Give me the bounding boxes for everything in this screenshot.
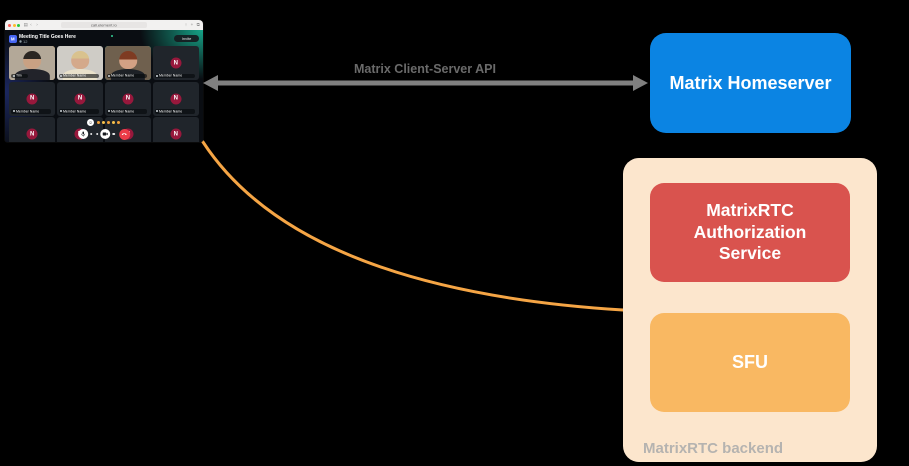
browser-window: ▤ ‹ › call.element.io ↑ + ⧉ M Meeting Ti… bbox=[5, 20, 203, 142]
participant-avatar: N bbox=[122, 93, 134, 104]
participants-icon bbox=[19, 40, 22, 43]
participant-name-chip: Member Name bbox=[106, 73, 147, 78]
more-options-icon[interactable] bbox=[112, 132, 115, 136]
invite-button[interactable]: Invite bbox=[173, 35, 199, 42]
participant-name: Member Name bbox=[111, 109, 135, 114]
mic-muted-icon bbox=[156, 110, 159, 113]
matrix-homeserver-box: Matrix Homeserver bbox=[650, 33, 851, 133]
participant-name: Member Name bbox=[63, 109, 87, 114]
hangup-button[interactable] bbox=[118, 128, 130, 140]
room-avatar: M bbox=[9, 34, 17, 43]
minimize-window-icon[interactable] bbox=[12, 23, 16, 27]
participant-name-chip: Member Name bbox=[154, 109, 195, 114]
mic-muted-icon bbox=[60, 110, 63, 113]
participant-avatar: N bbox=[170, 128, 182, 140]
matrixrtc-backend-label: MatrixRTC backend bbox=[643, 440, 784, 457]
encrypted-icon bbox=[110, 34, 114, 38]
participant-avatar: N bbox=[74, 93, 86, 104]
reaction-emoji-icon bbox=[102, 121, 105, 124]
camera-button[interactable] bbox=[100, 129, 111, 139]
reaction-emoji-icon bbox=[112, 121, 115, 124]
sfu-label: SFU bbox=[732, 352, 768, 372]
participant-name-chip: Member Name bbox=[154, 73, 195, 78]
address-bar-url: call.element.io bbox=[91, 22, 117, 28]
media-connection-curve bbox=[201, 140, 625, 312]
reactions-bar: ☺ bbox=[87, 119, 121, 126]
participant-name: Member Name bbox=[111, 74, 135, 78]
mic-button[interactable] bbox=[78, 129, 89, 139]
participant-name: Member Name bbox=[159, 74, 183, 78]
authorization-service-label: MatrixRTC Authorization Service bbox=[693, 199, 807, 264]
mic-muted-icon bbox=[12, 110, 15, 113]
forward-icon[interactable]: › bbox=[35, 22, 38, 28]
matrixrtc-backend-container: MatrixRTC Authorization Service SFU Matr… bbox=[623, 158, 877, 462]
address-bar[interactable]: call.element.io bbox=[61, 22, 147, 28]
matrix-homeserver-label: Matrix Homeserver bbox=[669, 72, 832, 93]
reaction-emoji-icon bbox=[117, 121, 120, 124]
participant-name-chip: Member Name bbox=[58, 73, 99, 78]
participant-avatar: N bbox=[170, 93, 182, 104]
sidebar-icon[interactable]: ▤ bbox=[23, 22, 28, 28]
share-icon[interactable]: ↑ bbox=[184, 22, 188, 28]
participant-tile[interactable]: N Member Name bbox=[104, 81, 152, 116]
zoom-window-icon[interactable] bbox=[17, 23, 20, 27]
authorization-service-box: MatrixRTC Authorization Service bbox=[650, 183, 850, 282]
mic-options-icon[interactable] bbox=[90, 132, 93, 136]
participant-name: Member Name bbox=[15, 109, 39, 114]
participant-tile[interactable]: N Member Name bbox=[152, 46, 199, 80]
call-controls bbox=[78, 128, 130, 140]
participant-name-chip: Member Name bbox=[58, 109, 99, 114]
smiley-reaction-icon[interactable]: ☺ bbox=[87, 119, 94, 126]
participant-avatar: N bbox=[26, 128, 38, 140]
participant-tile[interactable]: Member Name bbox=[104, 46, 152, 80]
participant-tile[interactable]: N Member Name bbox=[152, 81, 199, 116]
participant-name: Tim bbox=[15, 74, 22, 78]
mic-muted-icon bbox=[108, 74, 111, 77]
arrowhead-right-icon bbox=[633, 75, 648, 91]
participant-tile[interactable]: Member Name bbox=[56, 46, 104, 80]
room-title: Meeting Title Goes Here bbox=[19, 33, 76, 39]
participant-avatar: N bbox=[26, 93, 38, 104]
back-icon[interactable]: ‹ bbox=[29, 22, 32, 28]
participant-tile[interactable]: N Member Name bbox=[56, 81, 104, 116]
participant-name-chip: Member Name bbox=[11, 109, 52, 114]
call-header: M Meeting Title Goes Here 12 Invite bbox=[9, 32, 199, 45]
participant-avatar: N bbox=[170, 57, 182, 69]
camera-options-icon[interactable] bbox=[96, 132, 99, 136]
participant-name-chip: Tim bbox=[11, 73, 29, 78]
browser-toolbar: ▤ ‹ › call.element.io ↑ + ⧉ bbox=[5, 20, 203, 30]
participant-tile[interactable]: Tim bbox=[9, 46, 56, 80]
arrowhead-left-icon bbox=[203, 75, 218, 91]
mic-muted-icon bbox=[12, 74, 15, 77]
close-window-icon[interactable] bbox=[8, 23, 11, 27]
mic-muted-icon bbox=[60, 74, 63, 77]
mic-muted-icon bbox=[156, 74, 159, 77]
mic-muted-icon bbox=[108, 110, 111, 113]
sfu-box: SFU bbox=[650, 313, 850, 412]
tab-overview-icon[interactable]: ⧉ bbox=[196, 22, 200, 28]
new-tab-icon[interactable]: + bbox=[190, 22, 194, 28]
participant-tile[interactable]: N Member Name bbox=[9, 81, 56, 116]
participant-name-chip: Member Name bbox=[106, 109, 147, 114]
participant-name: Member Name bbox=[63, 74, 87, 78]
client-server-api-label: Matrix Client-Server API bbox=[354, 62, 496, 76]
participant-count: 12 bbox=[23, 39, 28, 44]
participant-name: Member Name bbox=[159, 109, 183, 114]
reaction-emoji-icon bbox=[97, 121, 100, 124]
reaction-emoji-icon bbox=[107, 121, 110, 124]
